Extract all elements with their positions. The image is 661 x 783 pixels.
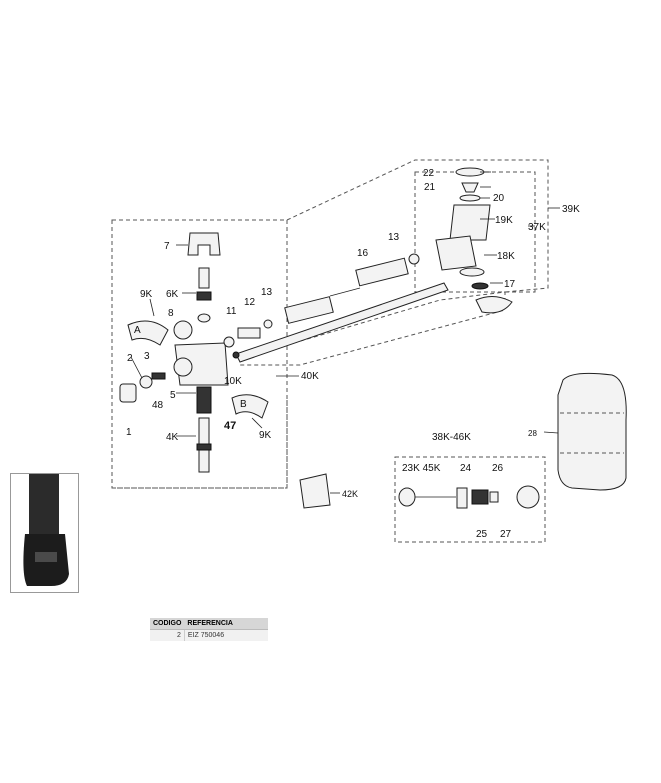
valve-box-extension — [112, 395, 288, 489]
label-4k: 4K — [166, 432, 179, 443]
part-1-knob — [119, 383, 137, 403]
label-9k-bot: 9K — [259, 430, 272, 441]
label-9k-top: 9K — [140, 289, 153, 300]
product-photo-drawing — [23, 474, 69, 586]
label-48: 48 — [152, 400, 164, 411]
label-24: 24 — [460, 463, 472, 474]
label-7: 7 — [164, 241, 170, 252]
label-19k: 19K — [495, 215, 513, 226]
label-27: 27 — [500, 529, 512, 540]
label-21: 21 — [424, 182, 436, 193]
part-18k-ring — [459, 267, 485, 277]
part-24-cup — [456, 487, 468, 509]
label-18k: 18K — [497, 251, 515, 262]
label-26: 26 — [492, 463, 504, 474]
label-25: 25 — [476, 529, 488, 540]
label-37k: 37K — [528, 222, 546, 233]
label-13a: 13 — [261, 287, 273, 298]
label-3: 3 — [144, 351, 150, 362]
header-code: CODIGO — [150, 618, 185, 630]
label-28: 28 — [528, 429, 537, 438]
table-row: 2 EIZ 750046 — [150, 629, 268, 641]
part-5-cartridge — [196, 386, 212, 414]
part-6k-oring — [197, 313, 211, 323]
table-header-row: CODIGO REFERENCIA — [150, 618, 268, 630]
label-6k: 6K — [166, 289, 179, 300]
part-22-cap — [455, 167, 485, 177]
label-17: 17 — [504, 279, 516, 290]
part-40k-rod — [235, 282, 449, 363]
part-4k-seal — [196, 443, 212, 451]
leader-9k-top — [149, 298, 155, 317]
part-20-washer — [459, 194, 481, 202]
part-26-ring — [489, 491, 499, 503]
head-body — [435, 235, 477, 271]
part-11-oring — [223, 336, 235, 348]
label-a: A — [134, 325, 141, 336]
part-42k-bag — [299, 473, 331, 509]
label-47: 47 — [224, 420, 236, 432]
part-2-oring — [139, 375, 153, 389]
cell-reference: EIZ 750046 — [184, 629, 268, 641]
label-22: 22 — [423, 168, 435, 179]
label-42k: 42K — [342, 489, 358, 499]
label-8: 8 — [168, 308, 174, 319]
rod-link-box — [240, 291, 506, 366]
part-8-cap — [173, 320, 193, 340]
leader-28 — [543, 431, 559, 434]
part-13-oring-b — [408, 253, 420, 265]
label-13b: 13 — [388, 232, 400, 243]
label-39k: 39K — [562, 204, 580, 215]
label-2: 2 — [127, 353, 133, 364]
label-40k: 40K — [301, 371, 319, 382]
valve-port — [173, 357, 193, 377]
photo-hose — [29, 474, 59, 544]
label-38k-46k: 38K-46K — [432, 432, 471, 443]
part-12-sleeve — [237, 327, 261, 339]
part-a-clip — [127, 320, 169, 346]
leader-9k-bot — [251, 417, 263, 429]
label-20: 20 — [493, 193, 505, 204]
leader-2 — [130, 356, 143, 379]
part-10k-clip — [232, 351, 240, 359]
part-28-panel — [557, 372, 627, 491]
label-1: 1 — [126, 427, 132, 438]
hose-group-box — [286, 159, 549, 293]
part-3-spring — [151, 372, 166, 380]
spring-left — [284, 296, 334, 324]
part-7-bracket — [187, 232, 221, 256]
label-23k-45k: 23K 45K — [402, 463, 441, 474]
part-6k-seal — [196, 291, 212, 301]
product-photo — [10, 473, 79, 593]
part-19k-stack — [449, 204, 491, 241]
cell-code: 2 — [150, 629, 185, 641]
part-27-valve — [516, 485, 540, 509]
label-12: 12 — [244, 297, 256, 308]
part-17-seal — [471, 282, 489, 290]
label-10k: 10K — [224, 376, 242, 387]
rod-segment — [329, 287, 361, 297]
part-23k-knob — [398, 487, 416, 507]
part-6k-stem — [198, 267, 210, 289]
label-16: 16 — [357, 248, 369, 259]
label-11: 11 — [226, 306, 237, 317]
photo-valve-knob — [35, 552, 57, 562]
label-5: 5 — [170, 390, 176, 401]
part-25-body — [471, 489, 489, 505]
part-b-clip — [231, 394, 269, 419]
label-b: B — [240, 399, 247, 410]
part-21-nut — [461, 182, 479, 193]
reference-table: CODIGO REFERENCIA 2 EIZ 750046 — [150, 618, 268, 641]
head-gasket — [475, 296, 513, 314]
part-13-oring-a — [263, 319, 273, 329]
pump-kit-box — [394, 456, 546, 543]
valve-group-box — [111, 219, 288, 489]
header-reference: REFERENCIA — [184, 618, 268, 630]
part-16-spring — [355, 257, 409, 287]
